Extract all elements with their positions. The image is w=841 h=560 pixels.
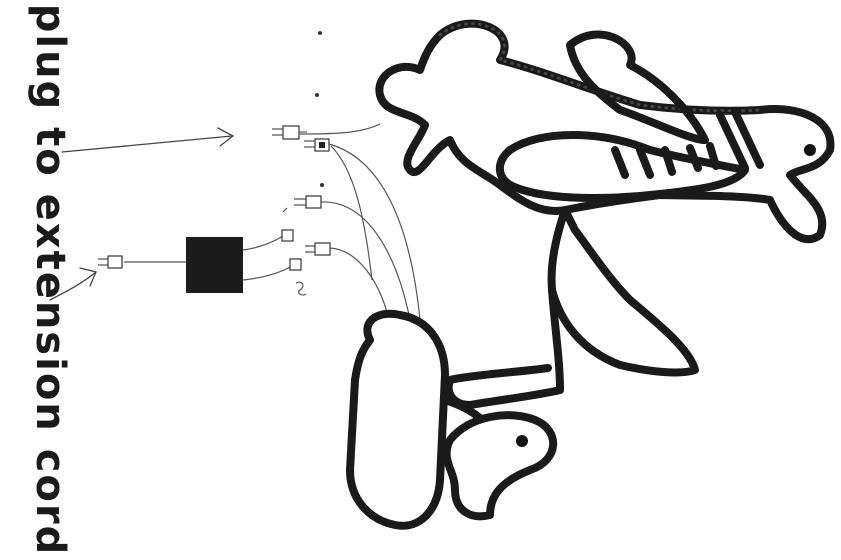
cords	[300, 124, 420, 320]
upper-arrow-icon	[62, 128, 233, 152]
figure-outline	[350, 24, 830, 526]
lower-arrow-icon	[50, 268, 96, 300]
power-plug-icon	[272, 126, 330, 255]
adapter-box-icon	[98, 230, 306, 295]
dots	[315, 31, 324, 187]
